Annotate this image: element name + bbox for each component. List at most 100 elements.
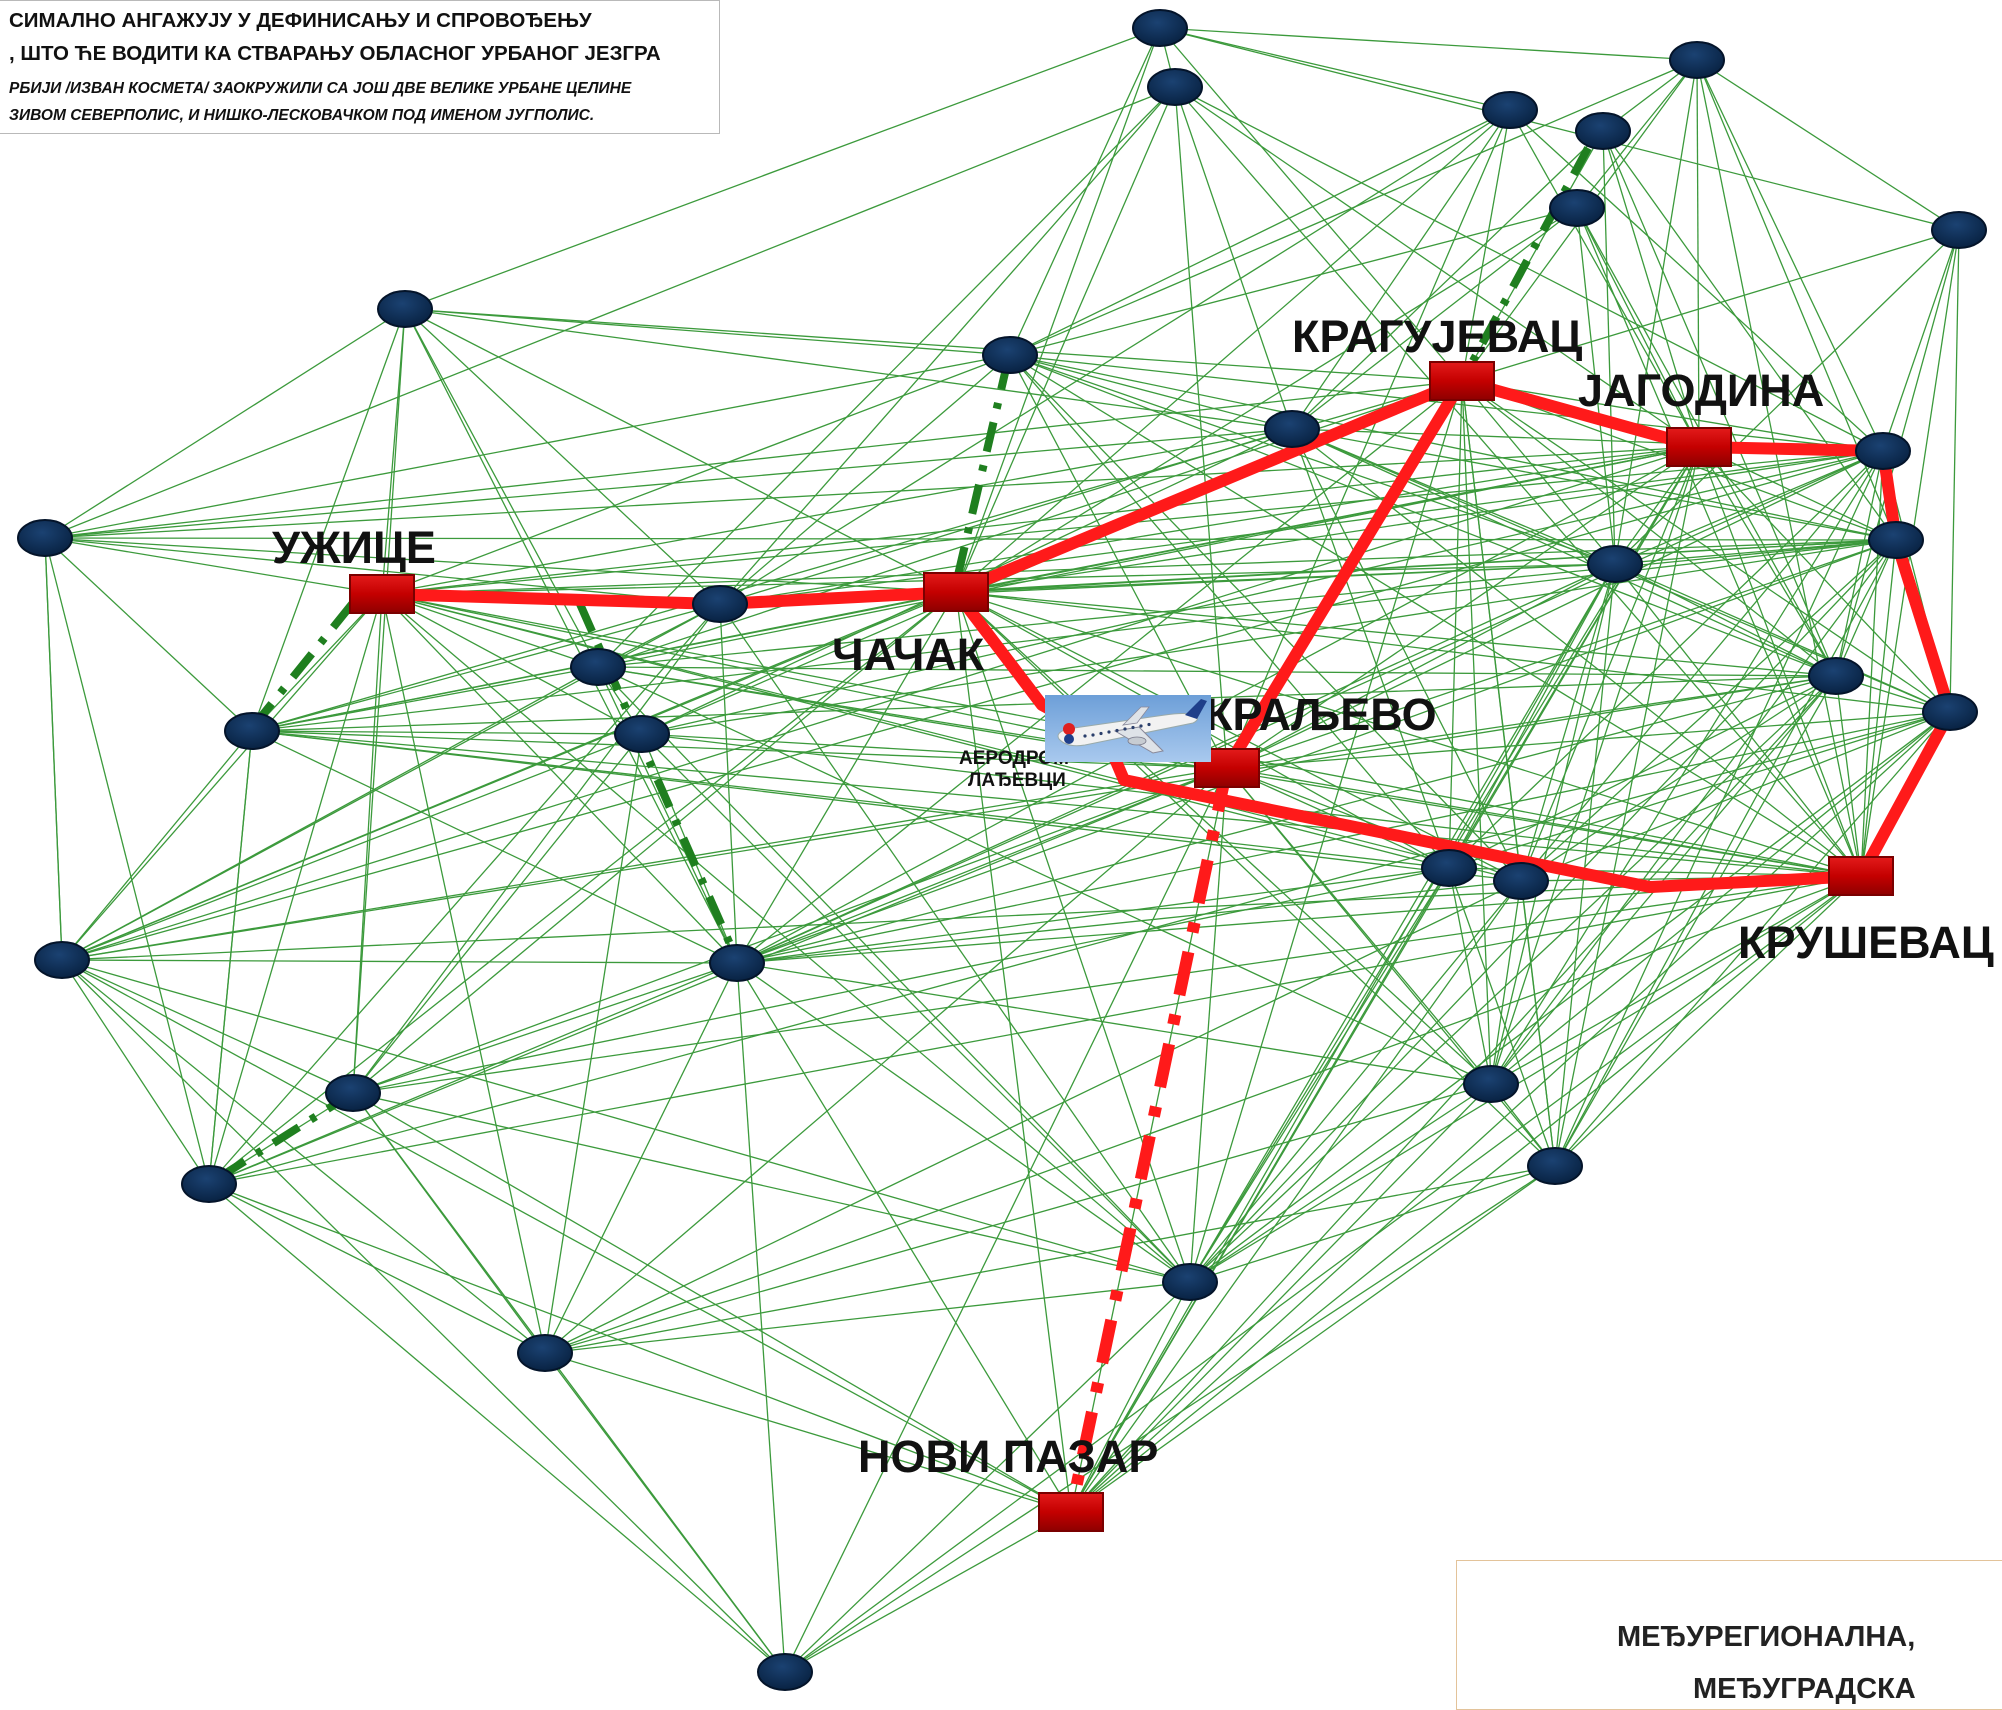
minor-link (1602, 130, 1700, 448)
minor-link (1614, 563, 1837, 677)
minor-link (352, 603, 721, 1094)
minor-link (1189, 767, 1228, 1283)
minor-link (404, 308, 1293, 430)
minor-link (1189, 711, 1951, 1283)
minor-link (61, 730, 253, 961)
minor-link (544, 1352, 1072, 1513)
minor-link (1860, 539, 1897, 877)
note-line-3: РБИЈИ /ИЗВАН КОСМЕТА/ ЗАОКРУЖИЛИ СА ЈОШ … (9, 80, 632, 97)
minor-link (1174, 86, 1700, 448)
minor-link (955, 591, 1837, 677)
minor-link (1159, 27, 1698, 61)
city-marker-uzice (349, 574, 415, 614)
minor-link (1602, 130, 1837, 677)
minor-link (544, 880, 1522, 1354)
minor-link (1554, 450, 1884, 1167)
minor-link (1070, 867, 1450, 1513)
airport-label-line1: АЕРОДРОМ (959, 748, 1069, 769)
minor-link (1009, 354, 1837, 677)
settlement-node (517, 1334, 573, 1372)
city-label-kragujevac: КРАГУЈЕВАЦ (1292, 311, 1582, 362)
minor-link (1554, 875, 1862, 1167)
minor-link (1614, 229, 1960, 565)
minor-link (736, 563, 1616, 964)
minor-link (1189, 539, 1897, 1283)
settlement-node (1463, 1065, 1519, 1103)
minor-link (44, 537, 957, 593)
minor-link (44, 380, 1463, 539)
minor-link (352, 962, 738, 1094)
minor-link (1520, 450, 1884, 882)
minor-link (736, 962, 786, 1673)
primary-link (381, 586, 957, 610)
city-label-novi-pazar: НОВИ ПАЗАР (858, 1431, 1158, 1482)
minor-link (1189, 875, 1862, 1283)
minor-link (1226, 675, 1837, 769)
settlement-nodes (17, 9, 1987, 1691)
minor-link (544, 1281, 1191, 1354)
settlement-node (1855, 432, 1911, 470)
minor-link (641, 733, 1228, 769)
minor-link (1448, 867, 1492, 1085)
minor-link (208, 1183, 786, 1673)
minor-link (208, 962, 738, 1185)
primary-dashed-link (1065, 766, 1233, 1514)
minor-link (61, 959, 1072, 1513)
city-marker-jagodina (1666, 427, 1732, 467)
minor-link (1448, 675, 1837, 869)
minor-link (61, 767, 1228, 961)
minor-link (352, 875, 1862, 1094)
minor-link (1448, 711, 1951, 869)
city-marker-cacak (923, 572, 989, 612)
minor-link (1696, 59, 1862, 877)
minor-link (736, 867, 1450, 964)
minor-link (1009, 27, 1161, 356)
minor-link (1174, 86, 1884, 452)
minor-link (955, 109, 1511, 593)
minor-link (404, 308, 1011, 356)
minor-link (1520, 880, 1556, 1167)
minor-link (1070, 1281, 1191, 1513)
minor-link (1614, 539, 1897, 565)
minor-link (719, 603, 738, 964)
minor-link (1159, 27, 1960, 231)
minor-link (1009, 354, 1450, 869)
minor-link (352, 767, 1228, 1094)
minor-link (597, 666, 1837, 677)
minor-link (784, 1511, 1072, 1673)
minor-link (404, 308, 957, 593)
minor-link (1696, 59, 1700, 448)
settlement-node (325, 1074, 381, 1112)
minor-link (1291, 130, 1604, 430)
minor-link (1291, 207, 1578, 430)
legend-line-2: МЕЂУГРАДСКА (1693, 1673, 1916, 1705)
minor-link (736, 450, 1884, 964)
settlement-node (709, 944, 765, 982)
minor-link (544, 875, 1862, 1354)
minor-link (208, 1183, 1072, 1513)
minor-link (1226, 450, 1884, 769)
settlement-node (1421, 849, 1477, 887)
settlement-node (1575, 112, 1631, 150)
minor-link (251, 380, 1463, 732)
minor-link (1461, 380, 1884, 452)
minor-link (1189, 563, 1616, 1283)
minor-link (1614, 563, 1862, 877)
minor-link (1520, 563, 1616, 882)
minor-link (1448, 380, 1463, 869)
minor-link (1490, 875, 1862, 1085)
settlement-node (1808, 657, 1864, 695)
minor-link (381, 593, 1522, 882)
minor-link (251, 603, 721, 732)
minor-link (955, 207, 1578, 593)
settlement-node (1132, 9, 1188, 47)
minor-link (736, 380, 1463, 964)
minor-link (44, 537, 1897, 541)
note-line-1: СИМАЛНО АНГАЖУЈУ У ДЕФИНИСАЊУ И СПРОВОЂЕ… (9, 9, 592, 32)
minor-link (61, 959, 354, 1094)
minor-link (61, 959, 1191, 1283)
minor-link (1554, 711, 1951, 1167)
minor-link (352, 593, 383, 1094)
minor-link (1602, 130, 1897, 541)
